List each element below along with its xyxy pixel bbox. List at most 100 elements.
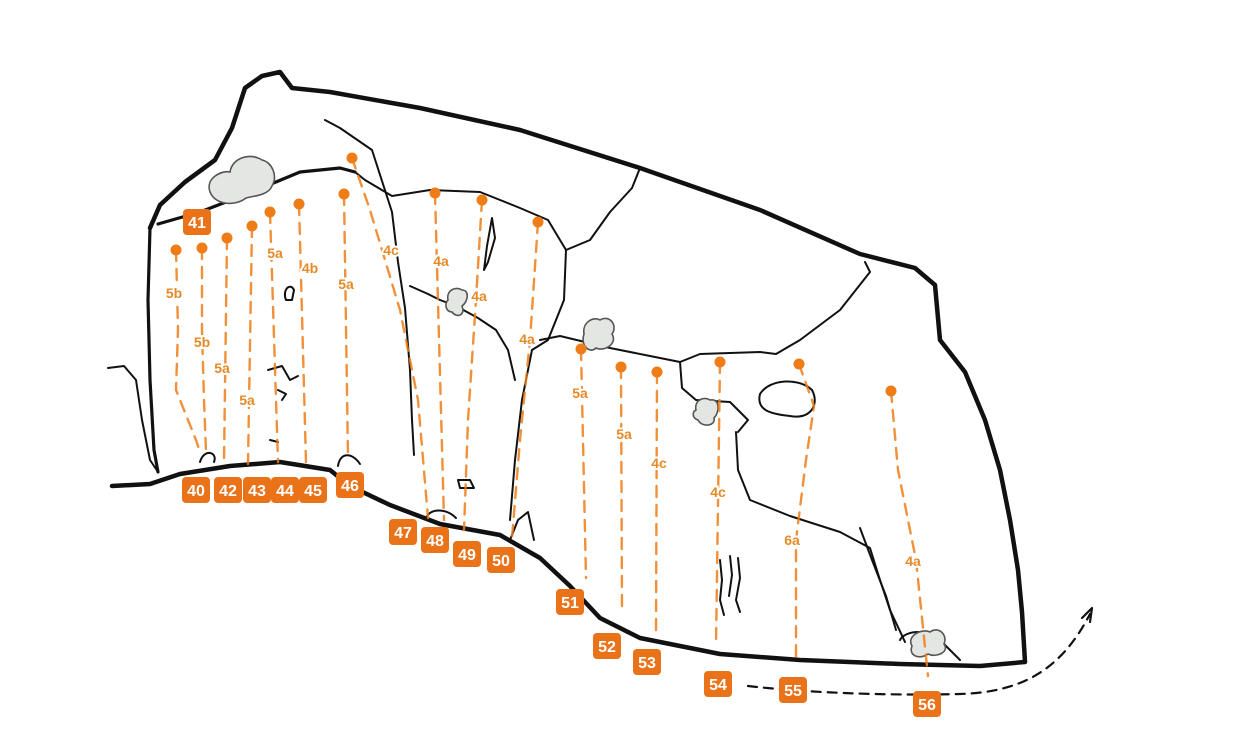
anchor-icon xyxy=(714,356,726,368)
bush-middle-icon xyxy=(445,287,469,317)
route-number-badge xyxy=(704,671,732,697)
route-number: 44 xyxy=(276,483,294,500)
approach-arrow-icon xyxy=(1080,606,1094,624)
route-line xyxy=(433,191,446,522)
route-number-badge xyxy=(453,541,481,567)
route-47[interactable]: 4c 47 xyxy=(346,152,430,546)
route-line xyxy=(889,389,930,678)
route-number: 41 xyxy=(188,215,206,232)
route-54[interactable]: 4c 54 xyxy=(704,356,732,698)
anchor-icon xyxy=(338,188,350,200)
route-line xyxy=(174,248,202,454)
route-56[interactable]: 4a 56 xyxy=(885,385,942,718)
bush-base-right-icon xyxy=(909,629,947,658)
route-line xyxy=(714,360,722,648)
route-grade: 5b xyxy=(194,334,210,350)
route-43[interactable]: 5a 43 xyxy=(237,220,271,504)
route-number: 46 xyxy=(341,478,359,495)
route-number-badge xyxy=(243,477,271,503)
route-53[interactable]: 4c 53 xyxy=(633,366,669,676)
anchor-icon xyxy=(293,198,305,210)
route-number: 42 xyxy=(219,483,237,500)
route-number-badge xyxy=(182,477,210,503)
route-number: 43 xyxy=(248,483,266,500)
anchor-icon xyxy=(575,343,587,355)
route-grade: 4c xyxy=(383,242,399,258)
route-grade: 5a xyxy=(239,392,255,408)
route-line xyxy=(268,210,280,464)
route-grade: 5a xyxy=(267,245,283,261)
vegetation xyxy=(208,155,947,658)
route-44[interactable]: 5a 44 xyxy=(264,206,300,504)
route-grade: 5a xyxy=(338,276,354,292)
route-number: 54 xyxy=(709,677,727,694)
route-grade: 4c xyxy=(710,484,726,500)
route-number: 49 xyxy=(458,547,476,564)
route-number-badge xyxy=(214,477,242,503)
route-number-badge xyxy=(779,677,807,703)
route-grade: 4a xyxy=(471,288,487,304)
route-46[interactable]: 5a 46 xyxy=(336,188,364,499)
anchor-icon xyxy=(246,220,258,232)
route-number-badge xyxy=(299,477,327,503)
anchor-icon xyxy=(221,232,233,244)
route-number: 47 xyxy=(394,525,412,542)
route-number: 50 xyxy=(492,553,510,570)
route-line xyxy=(462,198,484,532)
route-grade: 4b xyxy=(302,260,318,276)
route-grade: 5b xyxy=(166,285,182,301)
anchor-icon xyxy=(170,244,182,256)
route-number-badge xyxy=(389,519,417,545)
route-number-badge xyxy=(633,649,661,675)
route-number-badge xyxy=(421,527,449,553)
route-grade: 4a xyxy=(905,553,921,569)
anchor-icon xyxy=(793,358,805,370)
anchor-icon xyxy=(346,152,358,164)
route-40[interactable]: 5b 40 xyxy=(164,244,210,504)
route-number: 45 xyxy=(304,483,322,500)
bush-right-small-icon xyxy=(692,397,719,426)
route-number-badge xyxy=(271,477,299,503)
route-grade: 6a xyxy=(784,532,800,548)
route-grade: 5a xyxy=(572,385,588,401)
anchor-icon xyxy=(651,366,663,378)
route-grade: 4c xyxy=(651,455,667,471)
anchor-icon xyxy=(885,385,897,397)
anchor-icon xyxy=(196,242,208,254)
route-number: 51 xyxy=(561,595,579,612)
route-41[interactable]: 5b 41 xyxy=(183,209,212,454)
route-line xyxy=(342,192,350,460)
route-number: 40 xyxy=(187,483,205,500)
route-51[interactable]: 5a 51 xyxy=(556,343,590,616)
bush-upper-left-icon xyxy=(208,155,276,205)
route-number: 53 xyxy=(638,655,656,672)
routes-layer: 5b405b415a425a435a444b455a464c474a484a49… xyxy=(164,152,942,718)
route-line xyxy=(350,156,430,520)
route-line xyxy=(297,202,308,464)
route-number: 52 xyxy=(598,639,616,656)
route-45[interactable]: 4b 45 xyxy=(293,198,328,504)
route-line xyxy=(222,236,229,464)
anchor-icon xyxy=(264,206,276,218)
anchor-icon xyxy=(476,194,488,206)
route-number-badge xyxy=(336,472,364,498)
route-number-badge xyxy=(593,633,621,659)
route-line xyxy=(200,246,208,454)
route-number-badge xyxy=(556,589,584,615)
route-grade: 4a xyxy=(519,331,535,347)
route-line xyxy=(246,224,254,466)
route-grade: 5a xyxy=(214,360,230,376)
route-42[interactable]: 5a 42 xyxy=(212,232,242,504)
route-grade: 4a xyxy=(433,253,449,269)
route-50[interactable]: 4a 50 xyxy=(487,216,544,574)
route-line xyxy=(619,365,624,614)
anchor-icon xyxy=(429,187,441,199)
route-49[interactable]: 4a 49 xyxy=(453,194,489,568)
route-number: 56 xyxy=(918,697,936,714)
bush-right-mid-icon xyxy=(582,317,615,351)
route-line xyxy=(794,362,816,662)
